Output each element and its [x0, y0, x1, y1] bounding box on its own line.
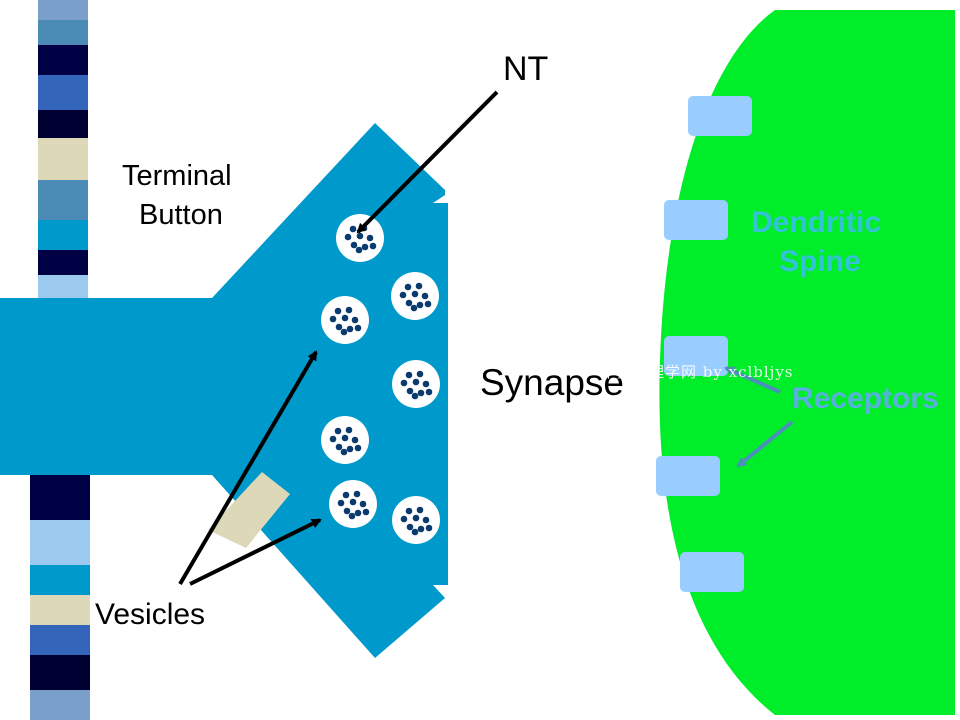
- dendritic-spine-label-line2: Spine: [779, 245, 861, 278]
- terminal-button-label-line2: Button: [139, 199, 223, 231]
- vesicles-arrow: [178, 350, 318, 586]
- vesicle: [336, 214, 384, 262]
- receptor: [664, 200, 728, 240]
- receptors-arrow: [736, 420, 794, 468]
- receptors-label: Receptors: [792, 382, 939, 415]
- dendritic-spine-shape: [659, 10, 955, 715]
- left-stripe-top: [38, 0, 88, 300]
- left-stripe-bottom: [30, 475, 90, 720]
- vesicle: [321, 296, 369, 344]
- receptors-arrow: [724, 366, 781, 394]
- vesicle: [391, 272, 439, 320]
- receptor: [680, 552, 744, 592]
- receptor: [688, 96, 752, 136]
- watermark-text: 华夏病理学网 by xclbljys: [601, 363, 794, 381]
- terminal-button-shape: [0, 123, 448, 658]
- dendritic-spine-label-line1: Dendritic: [751, 206, 882, 239]
- receptor: [664, 336, 728, 376]
- vesicles-group: [321, 214, 440, 544]
- vesicle: [329, 480, 377, 528]
- beige-organelle: [208, 472, 290, 548]
- terminal-button-label-line1: Terminal: [122, 160, 232, 192]
- vesicle: [392, 496, 440, 544]
- vesicles-arrow: [189, 518, 322, 586]
- vesicle: [392, 360, 440, 408]
- receptor: [656, 456, 720, 496]
- vesicles-label: Vesicles: [95, 598, 206, 631]
- vesicle: [321, 416, 369, 464]
- nt-arrow: [356, 90, 499, 234]
- nt-label: NT: [503, 50, 549, 88]
- synapse-label: Synapse: [480, 362, 624, 403]
- receptors: [656, 96, 752, 592]
